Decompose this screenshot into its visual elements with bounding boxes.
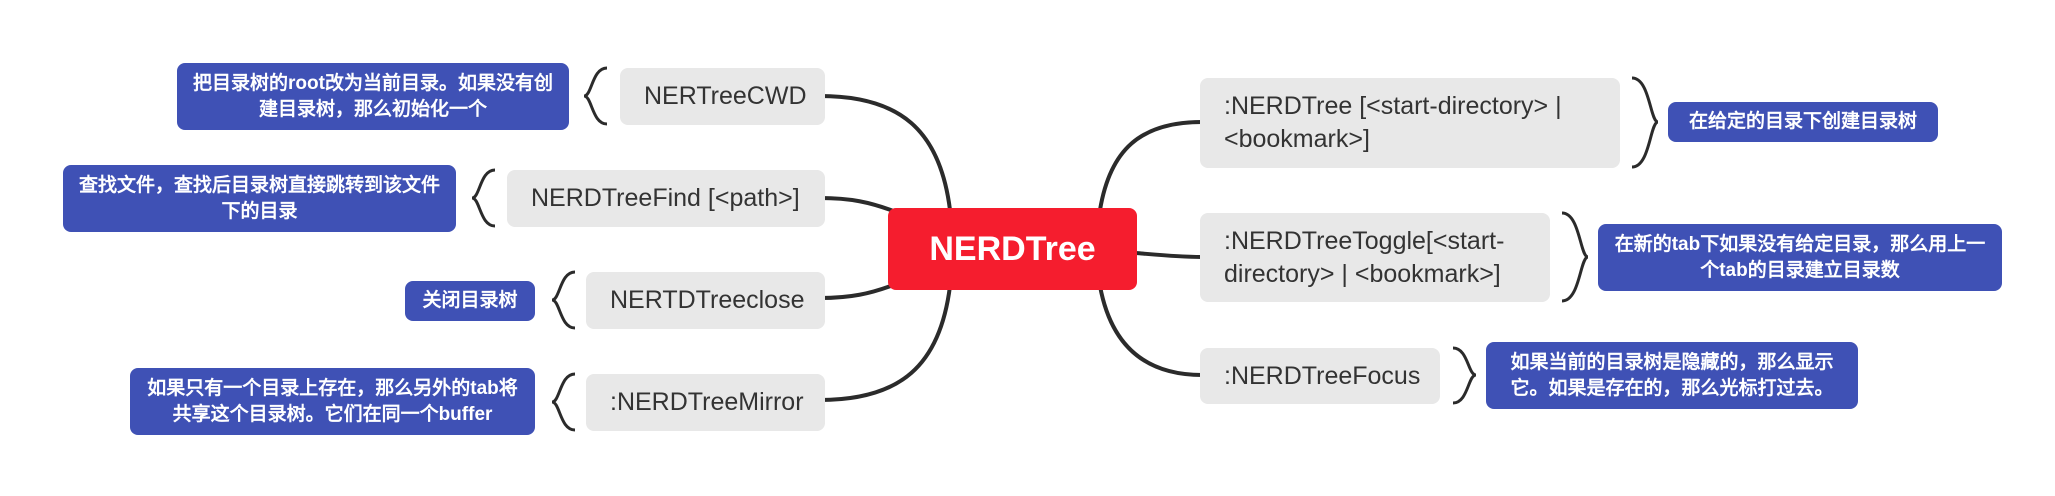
connector-right-2 (1135, 251, 1203, 259)
note-nertreecwd: 把目录树的root改为当前目录。如果没有创建目录树，那么初始化一个 (177, 63, 569, 130)
note-nerdtreefind: 查找文件，查找后目录树直接跳转到该文件下的目录 (63, 165, 456, 232)
note-text: 把目录树的root改为当前目录。如果没有创建目录树，那么初始化一个 (193, 72, 553, 120)
connector-left-3 (819, 282, 897, 300)
note-nerdtreetoggle: 在新的tab下如果没有给定目录，那么用上一个tab的目录建立目录数 (1598, 224, 2002, 291)
topic-label: NERTreeCWD (644, 82, 807, 110)
bracket-left-2 (471, 168, 496, 228)
connector-left-2 (819, 196, 897, 214)
bracket-left-4 (551, 372, 576, 432)
bracket-left-1 (583, 66, 608, 126)
note-text: 在给定的目录下创建目录树 (1688, 111, 1917, 132)
note-nerdtreemirror: 如果只有一个目录上存在，那么另外的tab将共享这个目录树。它们在同一个buffe… (130, 368, 535, 435)
connector-right-3 (1098, 285, 1203, 377)
connector-left-1 (819, 94, 952, 211)
topic-label: :NERDTreeFocus (1224, 361, 1421, 390)
bracket-right-2 (1561, 211, 1589, 303)
note-text: 在新的tab下如果没有给定目录，那么用上一个tab的目录建立目录数 (1614, 233, 1986, 281)
note-nerdtreefocus: 如果当前的目录树是隐藏的，那么显示它。如果是存在的，那么光标打过去。 (1486, 342, 1858, 409)
note-text: 如果当前的目录树是隐藏的，那么显示它。如果是存在的，那么光标打过去。 (1510, 351, 1834, 399)
topic-nerdtreefind[interactable]: NERDTreeFind [<path>] (507, 170, 825, 227)
root-topic-label: NERDTree (929, 229, 1096, 268)
topic-label: NERTDTreeclose (610, 286, 805, 314)
topic-nertreecwd[interactable]: NERTreeCWD (620, 68, 825, 125)
root-topic[interactable]: NERDTree (888, 208, 1137, 290)
topic-label: :NERDTree [<start-directory> | <bookmark… (1224, 92, 1562, 153)
topic-label: NERDTreeFind [<path>] (531, 184, 800, 212)
bracket-right-3 (1452, 346, 1477, 405)
topic-nerdtree[interactable]: :NERDTree [<start-directory> | <bookmark… (1200, 78, 1620, 168)
topic-nerdtreemirror[interactable]: :NERDTreeMirror (586, 374, 825, 431)
topic-label: :NERDTreeToggle[<start-directory> | <boo… (1224, 226, 1505, 288)
topic-nertdtreeclose[interactable]: NERTDTreeclose (586, 272, 825, 329)
connector-right-1 (1098, 120, 1203, 211)
topic-nerdtreetoggle[interactable]: :NERDTreeToggle[<start-directory> | <boo… (1200, 213, 1550, 302)
note-nertdtreeclose: 关闭目录树 (405, 281, 535, 321)
topic-label: :NERDTreeMirror (610, 388, 804, 416)
note-text: 查找文件，查找后目录树直接跳转到该文件下的目录 (78, 174, 440, 222)
bracket-left-3 (551, 270, 576, 330)
note-nerdtree: 在给定的目录下创建目录树 (1668, 102, 1938, 142)
note-text: 关闭目录树 (422, 290, 518, 311)
topic-nerdtreefocus[interactable]: :NERDTreeFocus (1200, 348, 1440, 404)
connector-left-4 (819, 285, 952, 402)
note-text: 如果只有一个目录上存在，那么另外的tab将共享这个目录树。它们在同一个buffe… (147, 377, 518, 425)
bracket-right-1 (1631, 76, 1659, 169)
